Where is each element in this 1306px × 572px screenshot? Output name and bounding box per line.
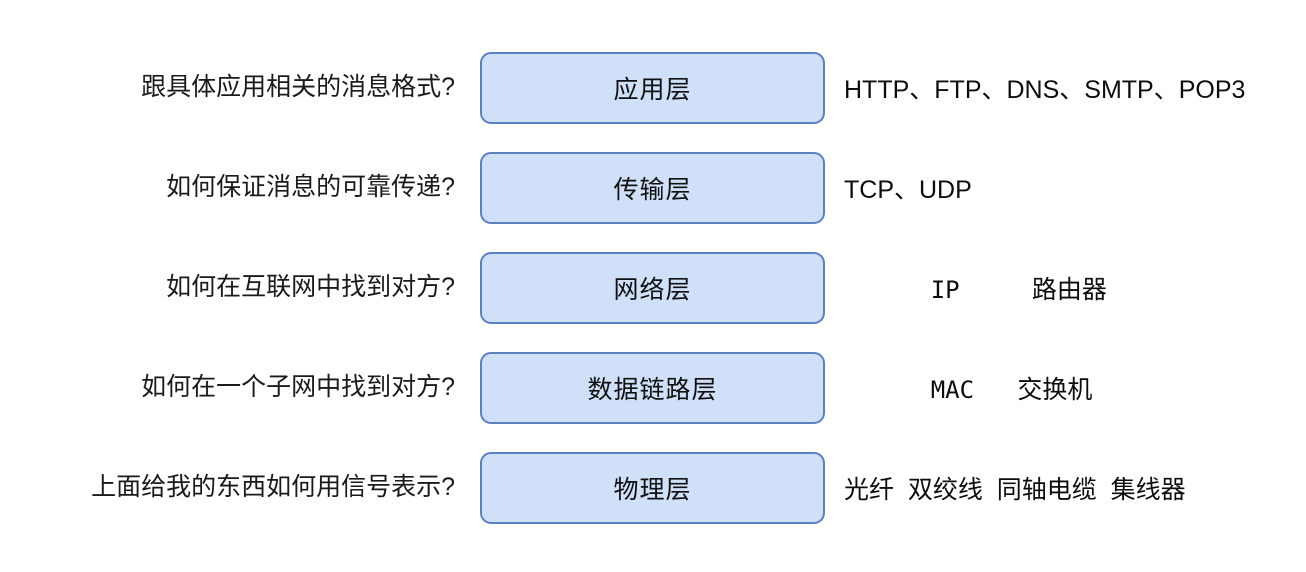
layer-row-physical: 上面给我的东西如何用信号表示? 物理层 光纤 双绞线 同轴电缆 集线器 <box>0 452 1306 524</box>
layer-protocols-physical: 光纤 双绞线 同轴电缆 集线器 <box>844 476 1186 504</box>
protocol-spacer <box>960 276 1032 304</box>
layer-protocols-transport: TCP、UDP <box>844 176 972 204</box>
layer-box-application[interactable]: 应用层 <box>480 52 825 124</box>
layer-protocols-application: HTTP、FTP、DNS、SMTP、POP3 <box>844 76 1246 104</box>
layer-box-label-physical: 物理层 <box>613 476 692 504</box>
layer-box-label-application: 应用层 <box>613 76 692 104</box>
protocol-spacer <box>974 376 1017 404</box>
layer-box-label-transport: 传输层 <box>613 176 692 204</box>
layer-protocol-name-network: IP <box>930 276 960 304</box>
layer-device-network: 路由器 <box>1031 276 1107 304</box>
layer-box-datalink[interactable]: 数据链路层 <box>480 352 825 424</box>
layer-protocols-datalink: MAC 交换机 <box>844 342 1306 434</box>
layer-row-datalink: 如何在一个子网中找到对方? 数据链路层 MAC 交换机 <box>0 352 1306 424</box>
layer-box-network[interactable]: 网络层 <box>480 252 825 324</box>
layer-device-datalink: 交换机 <box>1017 376 1093 404</box>
layer-box-transport[interactable]: 传输层 <box>480 152 825 224</box>
layer-protocols-network: IP 路由器 <box>844 242 1306 334</box>
layer-row-transport: 如何保证消息的可靠传递? 传输层 TCP、UDP <box>0 152 1306 224</box>
layer-box-physical[interactable]: 物理层 <box>480 452 825 524</box>
layer-question-physical: 上面给我的东西如何用信号表示? <box>91 473 455 502</box>
layer-box-label-datalink: 数据链路层 <box>587 376 718 404</box>
layer-question-transport: 如何保证消息的可靠传递? <box>166 173 455 202</box>
layer-question-datalink: 如何在一个子网中找到对方? <box>141 373 455 402</box>
layer-box-label-network: 网络层 <box>613 276 692 304</box>
layer-row-network: 如何在互联网中找到对方? 网络层 IP 路由器 <box>0 252 1306 324</box>
layer-protocol-name-datalink: MAC <box>930 376 975 404</box>
layer-row-application: 跟具体应用相关的消息格式? 应用层 HTTP、FTP、DNS、SMTP、POP3 <box>0 52 1306 124</box>
layer-question-network: 如何在互联网中找到对方? <box>166 273 455 302</box>
layer-question-application: 跟具体应用相关的消息格式? <box>141 73 455 102</box>
